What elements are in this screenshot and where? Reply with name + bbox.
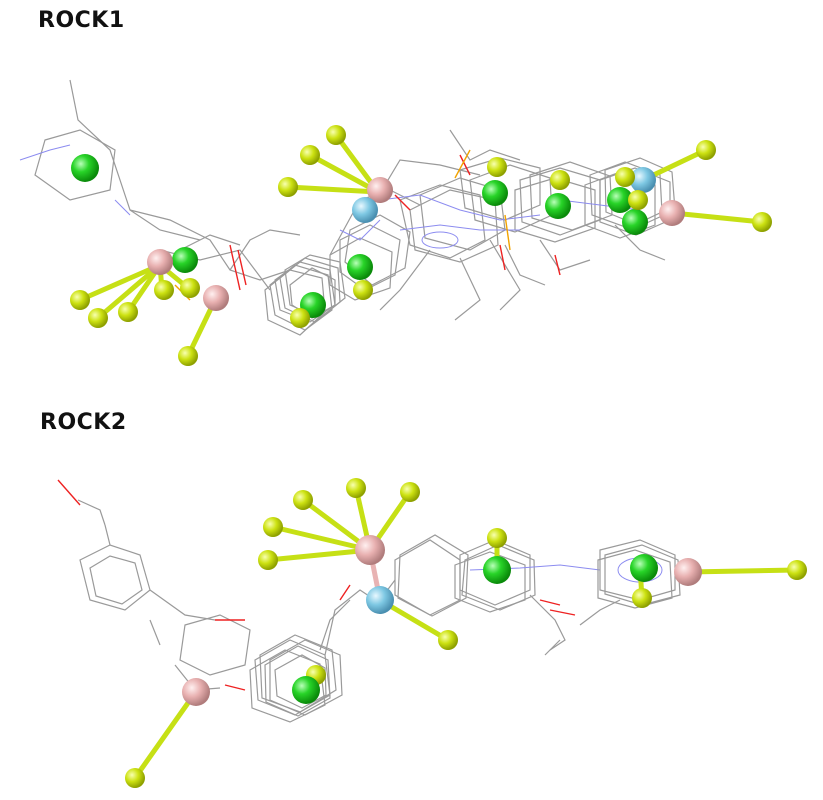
- vector-endpoint: [263, 517, 283, 537]
- aromatic-ring-sphere: [172, 247, 198, 273]
- rock1-ligand-wireframes: [34, 79, 676, 336]
- vector-endpoint: [278, 177, 298, 197]
- vector-endpoint: [118, 302, 138, 322]
- vector-endpoint: [787, 560, 807, 580]
- acceptor-sphere: [182, 678, 210, 706]
- vector-endpoint: [300, 145, 320, 165]
- acceptor-sphere: [355, 535, 385, 565]
- donor-sphere: [366, 586, 394, 614]
- vector-endpoint: [487, 157, 507, 177]
- aromatic-ring-sphere: [71, 154, 99, 182]
- vector-endpoint: [615, 167, 635, 187]
- aromatic-ring-sphere: [545, 193, 571, 219]
- panel-title-rock2: ROCK2: [40, 410, 127, 435]
- vector-endpoint: [125, 768, 145, 788]
- acceptor-sphere: [674, 558, 702, 586]
- rock2-vectors: [132, 485, 800, 781]
- vector-endpoint: [438, 630, 458, 650]
- aromatic-ring-sphere: [607, 187, 633, 213]
- acceptor-sphere: [203, 285, 229, 311]
- donor-sphere: [630, 167, 656, 193]
- rock1-ligand-heteroatoms: [19, 144, 641, 301]
- vector-endpoint: [550, 170, 570, 190]
- aromatic-ring-sphere: [347, 254, 373, 280]
- rock1-overlay: [19, 79, 772, 366]
- rock2-overlay: [57, 478, 807, 788]
- aromatic-ring-sphere: [622, 209, 648, 235]
- vector-endpoint: [353, 280, 373, 300]
- vector-endpoint: [326, 125, 346, 145]
- acceptor-sphere: [367, 177, 393, 203]
- panel-title-rock1: ROCK1: [38, 8, 125, 33]
- aromatic-ring-sphere: [292, 676, 320, 704]
- rock1-vectors: [77, 132, 765, 359]
- vector-endpoint: [487, 528, 507, 548]
- vector-endpoint: [400, 482, 420, 502]
- donor-sphere: [352, 197, 378, 223]
- aromatic-ring-sphere: [482, 180, 508, 206]
- vector-endpoint: [88, 308, 108, 328]
- vector-endpoint: [180, 278, 200, 298]
- acceptor-sphere: [147, 249, 173, 275]
- vector-endpoint: [696, 140, 716, 160]
- rock1-spheres: [70, 125, 772, 366]
- vector-endpoint: [178, 346, 198, 366]
- vector-endpoint: [346, 478, 366, 498]
- vector-endpoint: [293, 490, 313, 510]
- vector-endpoint: [632, 588, 652, 608]
- aromatic-ring-sphere: [630, 554, 658, 582]
- vector-endpoint: [628, 190, 648, 210]
- rock2-spheres: [125, 478, 807, 788]
- vector-endpoint: [70, 290, 90, 310]
- vector-endpoint: [258, 550, 278, 570]
- vector-endpoint: [752, 212, 772, 232]
- aromatic-ring-sphere: [483, 556, 511, 584]
- acceptor-sphere: [659, 200, 685, 226]
- vector-endpoint: [290, 308, 310, 328]
- vector-endpoint: [154, 280, 174, 300]
